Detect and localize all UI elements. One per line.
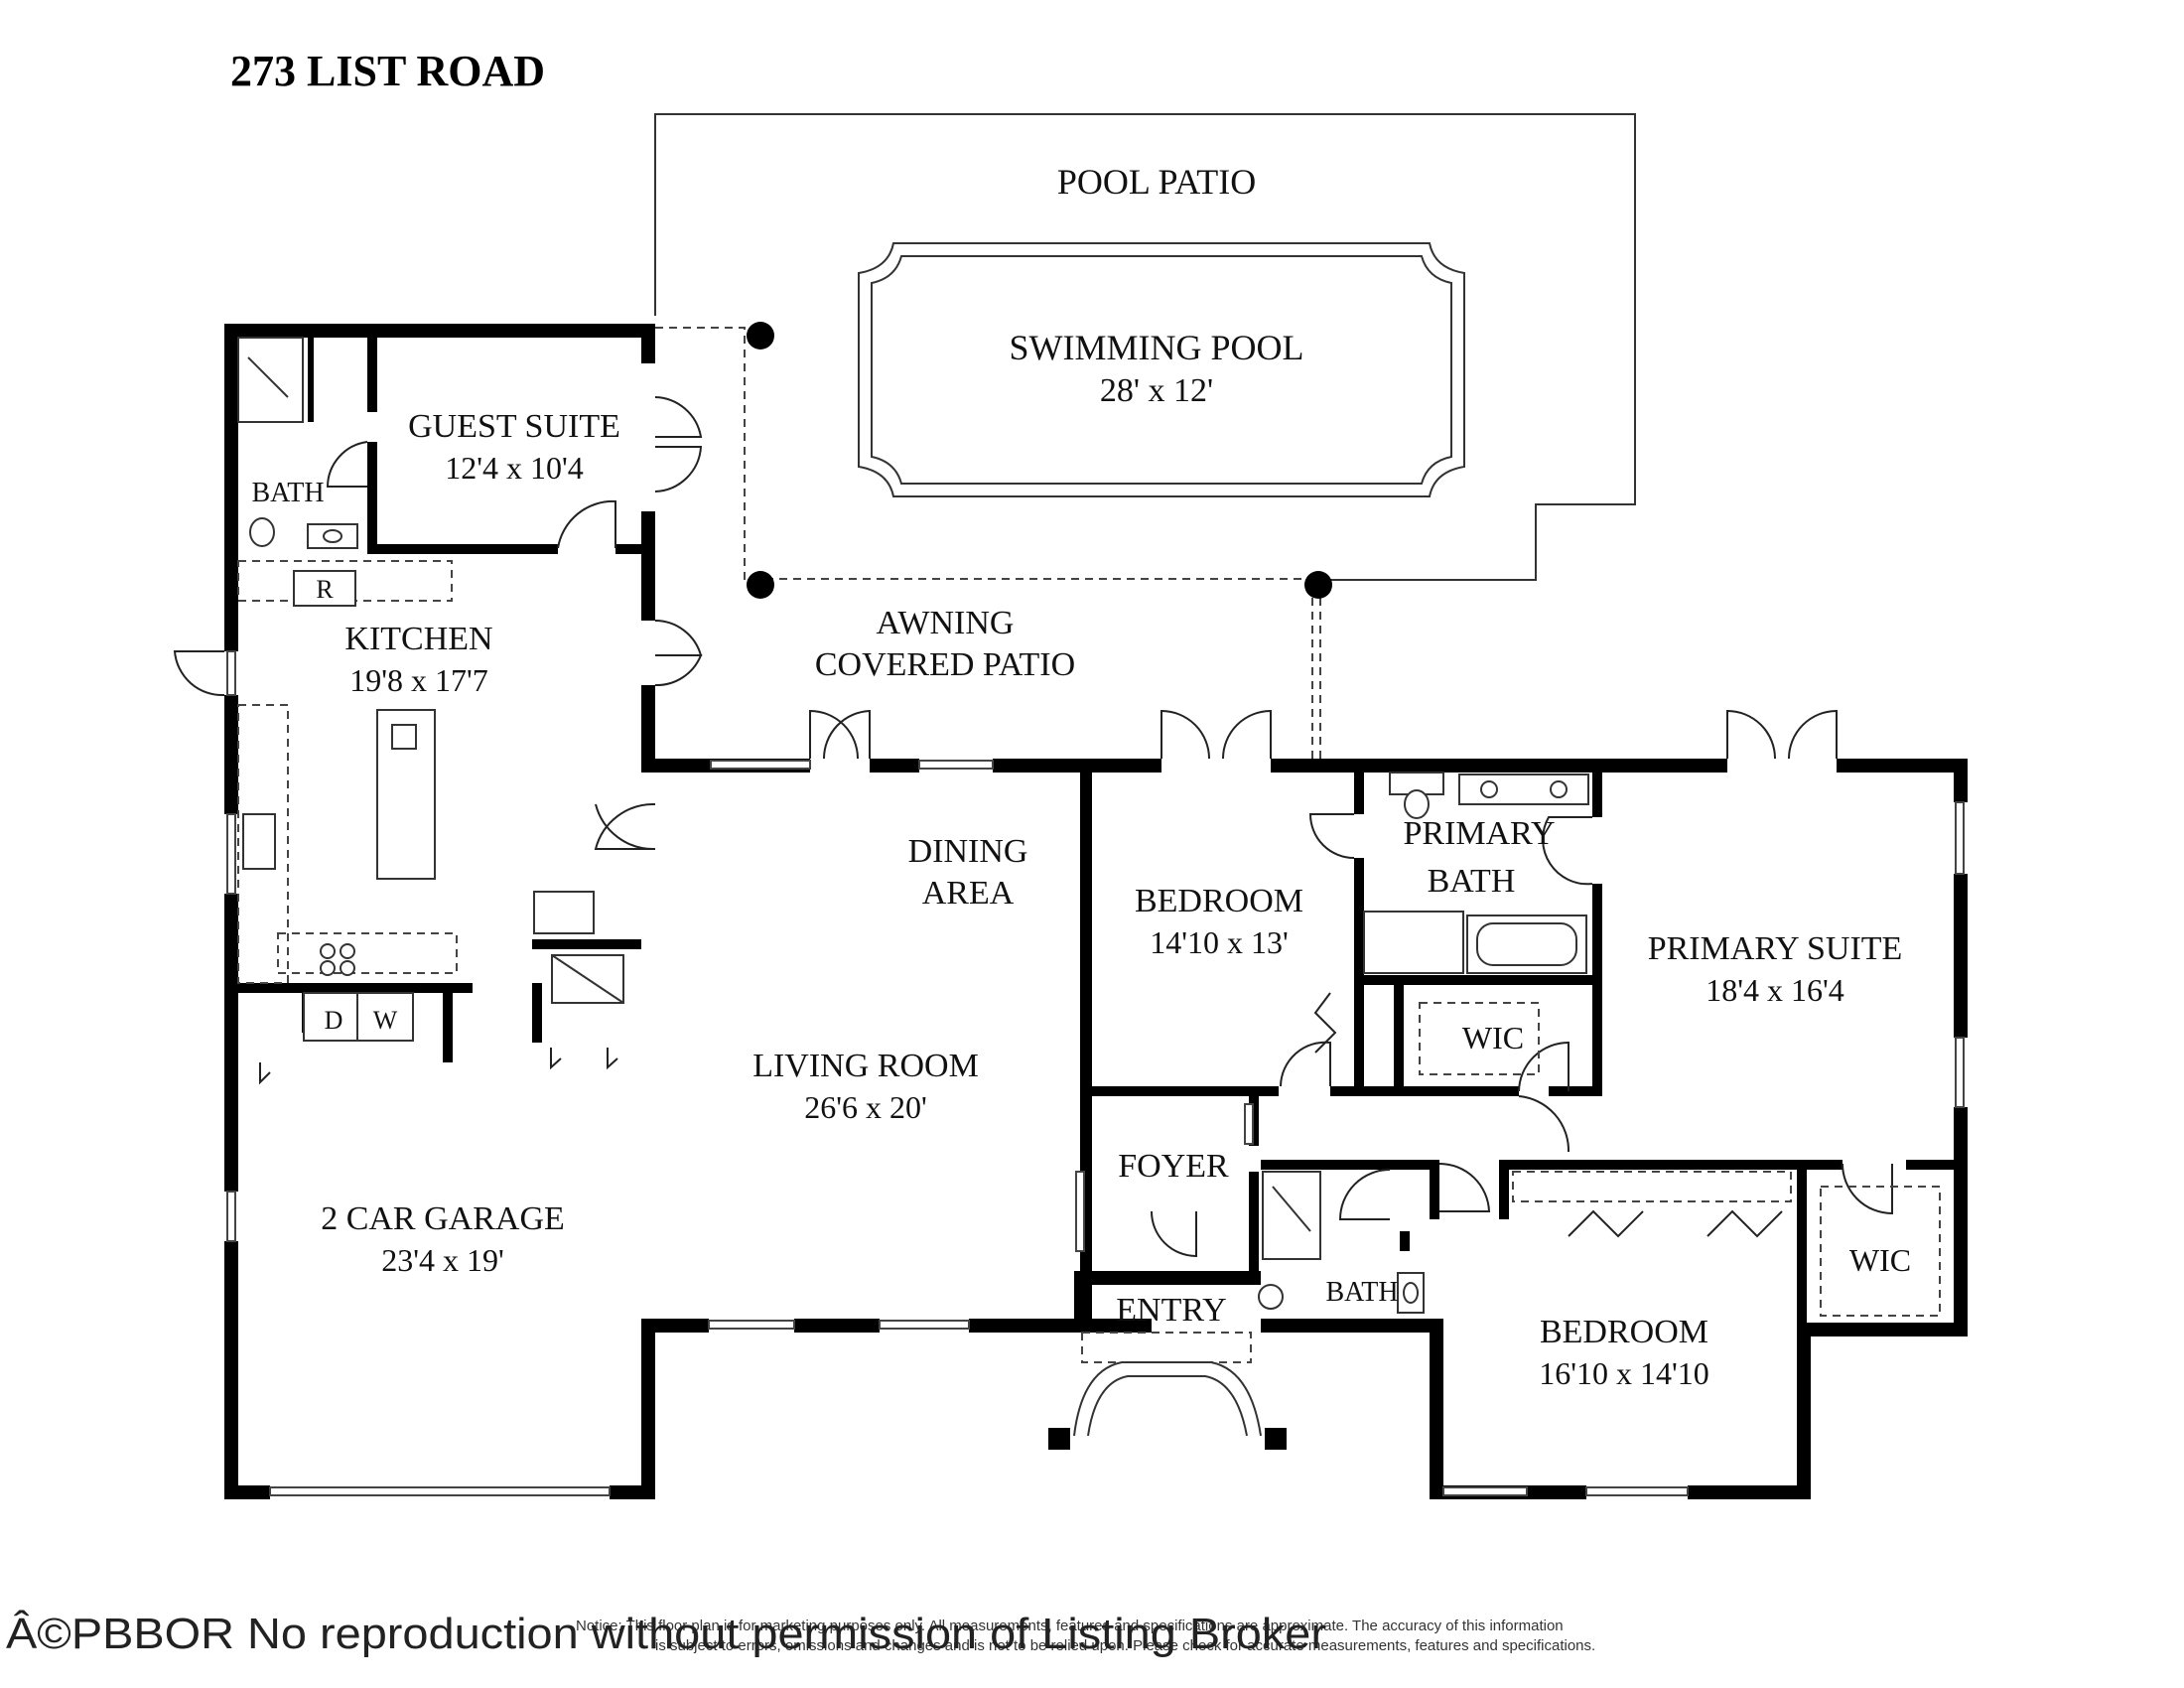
entry-label: ENTRY: [1116, 1292, 1226, 1329]
refrigerator-label: R: [316, 575, 334, 604]
dryer-label: D: [325, 1006, 343, 1035]
exterior-walls: [224, 324, 1968, 1499]
living-room-label: LIVING ROOM: [752, 1048, 979, 1084]
bedroom-1-dimension: 14'10 x 13': [1150, 924, 1289, 960]
wic-1-label: WIC: [1462, 1020, 1524, 1055]
windows: [226, 650, 1965, 1496]
swimming-pool-dimension: 28' x 12': [1100, 372, 1213, 409]
pool-patio-label: POOL PATIO: [1057, 162, 1256, 202]
awning-posts: [747, 322, 1332, 599]
interior-walls: [224, 338, 1966, 1329]
pool-patio-outline: [654, 113, 1636, 759]
primary-bath-label: PRIMARY: [1403, 815, 1555, 852]
awning-label: AWNING: [877, 605, 1015, 641]
doors: [173, 396, 1893, 1258]
disclaimer-notice-line-1: Notice: This floor plan is for marketing…: [576, 1618, 1564, 1634]
swimming-pool: [858, 242, 1465, 497]
wic-2-label: WIC: [1849, 1242, 1911, 1278]
living-room-dimension: 26'6 x 20': [804, 1089, 927, 1125]
room-labels: POOL PATIO SWIMMING POOL 28' x 12' GUEST…: [251, 162, 1911, 1391]
bedroom-2-label: BEDROOM: [1540, 1314, 1708, 1350]
garage-dimension: 23'4 x 19': [381, 1242, 504, 1278]
dining-area-label: AREA: [922, 875, 1015, 912]
bedroom-1-label: BEDROOM: [1135, 883, 1303, 919]
washer-label: W: [373, 1006, 398, 1035]
dining-label: DINING: [908, 833, 1028, 870]
primary-bath-label-2: BATH: [1428, 863, 1516, 900]
guest-suite-label: GUEST SUITE: [408, 408, 620, 445]
kitchen-label: KITCHEN: [344, 621, 492, 657]
disclaimer-notice-line-2: is subject to errors, omissions and chan…: [655, 1637, 1595, 1654]
primary-suite-label: PRIMARY SUITE: [1648, 930, 1903, 967]
guest-bath-label: BATH: [251, 478, 324, 508]
hall-bath-label: BATH: [1325, 1277, 1398, 1308]
primary-suite-dimension: 18'4 x 16'4: [1706, 972, 1844, 1008]
foyer-label: FOYER: [1118, 1148, 1229, 1185]
fixtures: [237, 337, 1941, 1450]
guest-suite-dimension: 12'4 x 10'4: [445, 450, 584, 486]
kitchen-dimension: 19'8 x 17'7: [349, 662, 488, 698]
copyright-watermark: Â©PBBOR No reproduction without permissi…: [6, 1610, 1326, 1658]
bedroom-2-dimension: 16'10 x 14'10: [1539, 1355, 1709, 1391]
property-title: 273 LIST ROAD: [230, 47, 545, 95]
swimming-pool-label: SWIMMING POOL: [1010, 328, 1304, 367]
garage-label: 2 CAR GARAGE: [321, 1200, 565, 1237]
covered-patio-label: COVERED PATIO: [815, 646, 1075, 683]
